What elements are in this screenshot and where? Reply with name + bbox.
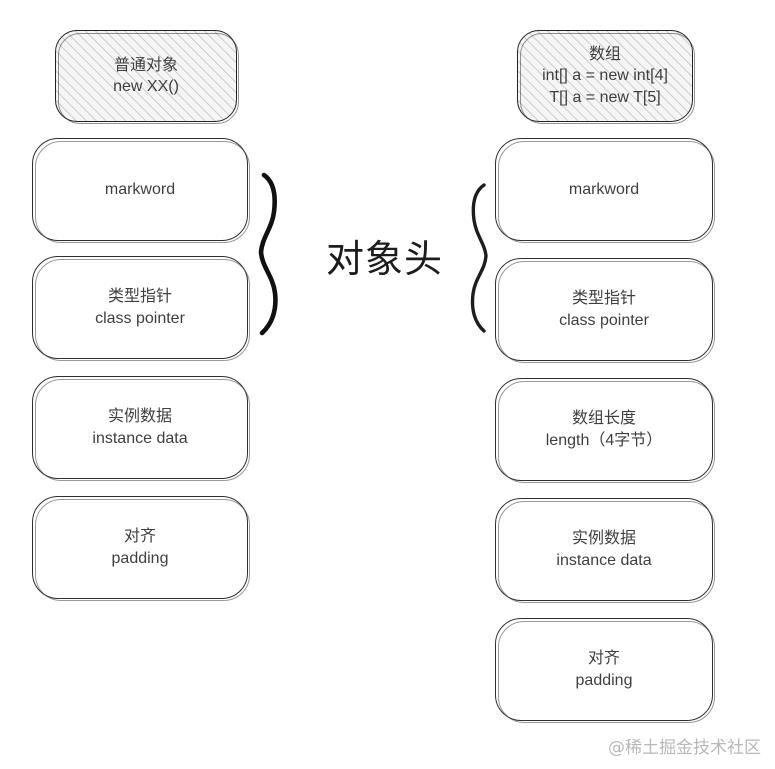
plain-object-block-markword: markword [32, 138, 250, 243]
array-object-array-length-label-en: length（4字节） [545, 431, 663, 449]
plain-object-block-class-pointer: 类型指针 class pointer [32, 256, 250, 361]
array-object-block-array-length: 数组长度 length（4字节） [495, 378, 715, 483]
array-object-header-line-3: T[] a = new T[5] [549, 88, 661, 106]
array-object-padding-label-cn: 对齐 [587, 650, 620, 668]
plain-object-padding-label-cn: 对齐 [123, 528, 156, 546]
plain-object-class-pointer-label-cn: 类型指针 [107, 288, 172, 306]
array-object-instance-data-label-en: instance data [556, 551, 652, 569]
plain-object-instance-data-label-cn: 实例数据 [107, 408, 172, 426]
array-object-block-instance-data: 实例数据 instance data [495, 498, 715, 603]
object-header-label: 对象头 [326, 237, 444, 281]
watermark-text: @稀土掘金技术社区 [608, 738, 761, 758]
left-brace-icon [258, 172, 278, 336]
array-object-block-markword: markword [495, 138, 715, 243]
array-object-instance-data-label-cn: 实例数据 [571, 530, 636, 548]
right-brace-icon [470, 183, 488, 333]
array-object-array-length-label-cn: 数组长度 [571, 410, 636, 428]
array-object-block-padding: 对齐 padding [495, 618, 715, 723]
plain-object-header-line-2: new XX() [113, 78, 179, 95]
plain-object-class-pointer-label-en: class pointer [95, 309, 185, 327]
plain-object-padding-label-en: padding [111, 549, 169, 567]
plain-object-block-padding: 对齐 padding [32, 496, 250, 601]
array-object-header-line-1: 数组 [588, 45, 621, 63]
array-object-header-box: 数组 int[] a = new int[4] T[] a = new T[5] [517, 30, 695, 124]
array-object-block-class-pointer: 类型指针 class pointer [495, 258, 715, 363]
plain-object-markword-label: markword [104, 180, 176, 198]
array-object-header-line-2: int[] a = new int[4] [542, 67, 668, 85]
plain-object-instance-data-label-en: instance data [92, 429, 188, 447]
plain-object-block-instance-data: 实例数据 instance data [32, 376, 250, 481]
plain-object-header-box: 普通对象 new XX() [55, 30, 239, 124]
array-object-class-pointer-label-cn: 类型指针 [571, 290, 636, 308]
plain-object-header-line-1: 普通对象 [113, 56, 178, 74]
array-object-class-pointer-label-en: class pointer [559, 311, 649, 329]
array-object-markword-label: markword [568, 180, 640, 198]
array-object-padding-label-en: padding [575, 671, 633, 689]
